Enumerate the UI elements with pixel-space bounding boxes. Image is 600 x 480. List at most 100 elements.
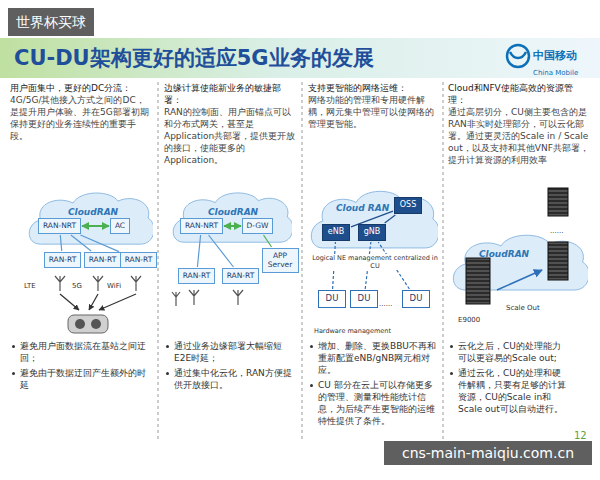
bullet-dot	[166, 372, 169, 375]
column-heading: 用户面集中，更好的DC分流：	[10, 82, 152, 94]
note-label: Logical NE management centralized in CU	[312, 254, 438, 270]
bullet-dot	[166, 345, 169, 348]
bullet-text: 通过业务边缘部署大幅缩短E2E时延；	[174, 341, 282, 363]
watermark-box: cns-main-maiqiu.com.cn	[384, 441, 592, 465]
bullet-dot	[450, 345, 453, 348]
server-racks	[466, 188, 568, 304]
node-label: RAN-RT	[124, 255, 153, 264]
cloud-outline	[172, 190, 292, 244]
process-box: gNB	[358, 224, 386, 241]
process-box: DU	[318, 290, 346, 308]
node-label: RAN-RT	[182, 271, 211, 280]
process-box: AC	[110, 218, 130, 234]
column-heading: 边缘计算使能新业务的敏捷部署：	[164, 82, 298, 106]
node-label: DU	[409, 293, 423, 303]
process-box: RAN-RT	[120, 252, 157, 268]
bullet-item: CU 部分在云上可以存储更多的管理、测量和性能统计信息，为后续产生更智能的运维特…	[308, 379, 440, 427]
bullet-dot	[12, 372, 15, 375]
bullet-column: 增加、删除、更换BBU不再和重新配置eNB/gNB网元相对应。 CU 部分在云上可…	[308, 340, 440, 430]
text-column: Cloud和NFV使能高效的资源管理：通过高层切分，CU侧主要包含的是RAN非实…	[448, 82, 590, 166]
node-label: APP Server	[266, 251, 294, 269]
connector	[197, 235, 200, 267]
cloud-node: CloudRANRAN-NRTAC	[28, 190, 153, 246]
device-label-box: E9000	[458, 307, 480, 326]
connector	[80, 235, 119, 252]
bullet-item: 通过业务边缘部署大幅缩短E2E时延；	[164, 340, 298, 364]
process-box: RAN-RT	[222, 268, 259, 284]
scale-out-arrow	[497, 270, 542, 290]
process-box: OSS	[394, 197, 422, 214]
column-text: 通过高层切分，CU侧主要包含的是RAN非实时处理部分，可以云化部署。通过更灵活的…	[448, 106, 590, 166]
access-label-box: 5G	[72, 273, 82, 292]
bullet-text: 增加、删除、更换BBU不再和重新配置eNB/gNB网元相对应。	[318, 341, 436, 375]
logo-text-box: China Mobile	[533, 60, 578, 79]
page-number: 12	[574, 430, 587, 441]
access-label: WiFi	[107, 282, 121, 290]
bullet-item: 通过云化，CU的处理和硬件解耦，只要有足够的计算资源，CU的Scale in和S…	[448, 367, 566, 415]
bullet-text: 云化之后，CU的处理能力可以更容易的Scale out;	[458, 341, 561, 363]
title-box: CU-DU架构更好的适应5G业务的发展	[14, 44, 374, 72]
bullet-item: 云化之后，CU的处理能力可以更容易的Scale out;	[448, 340, 566, 364]
text-column: 边缘计算使能新业务的敏捷部署：RAN的控制面、用户面锚点可以和分布式网关，甚至是…	[164, 82, 298, 166]
watermark: 世界杯买球	[16, 14, 86, 30]
cloud-outline	[452, 232, 588, 292]
node-label: eNB	[327, 227, 345, 237]
process-box: DU	[402, 290, 430, 308]
vr-goggles-icon	[68, 315, 108, 333]
column-text: 4G/5G/其他接入方式之间的DC，是提升用户体验、并在5G部署初期保持更好的业…	[10, 94, 152, 142]
bullet-text: CU 部分在云上可以存储更多的管理、测量和性能统计信息，为后续产生更智能的运维特…	[318, 380, 435, 426]
arrow-label-box: Scale Out	[506, 295, 540, 314]
cloud-node: CloudRANRAN-NRTD-GW	[172, 190, 292, 244]
column-text: 网络功能的管理和专用硬件解耦，网元集中管理可以使网络的管理更智能。	[308, 94, 440, 130]
logo-text: 中国移动	[533, 49, 577, 62]
bullet-item: 增加、删除、更换BBU不再和重新配置eNB/gNB网元相对应。	[308, 340, 440, 376]
process-box: eNB	[322, 224, 350, 241]
node-label: RAN-NRT	[184, 221, 219, 230]
bullet-dot	[12, 345, 15, 348]
access-label: LTE	[24, 282, 36, 290]
logo-symbol	[507, 45, 529, 67]
node-label: RAN-NRT	[42, 221, 77, 230]
node-label: RAN-RT	[48, 255, 77, 264]
note-label-box: Hardware management	[314, 318, 391, 337]
connector	[209, 235, 234, 267]
node-label: DU	[325, 293, 339, 303]
connector	[224, 225, 241, 227]
node-label: D-GW	[246, 221, 269, 230]
node-label: OSS	[399, 200, 417, 210]
watermark-box: 世界杯买球	[8, 8, 94, 36]
ellipsis-box: ......	[550, 218, 563, 237]
process-box: RAN-RT	[178, 268, 215, 284]
node-label: RAN-RT	[226, 271, 255, 280]
ellipsis-box: ......	[379, 291, 392, 310]
note-label: Hardware management	[314, 327, 391, 335]
access-label-box: WiFi	[107, 273, 121, 292]
logo-text-box: 中国移动	[533, 44, 577, 63]
bullet-text: 通过集中化云化，RAN方便提供开放接口。	[174, 368, 292, 390]
process-box: D-GW	[242, 218, 273, 234]
bullet-text: 避免由于数据迂回产生额外的时延	[20, 368, 146, 390]
bullet-text: 避免用户面数据流在基站之间迂回；	[20, 341, 146, 363]
connector	[71, 235, 91, 251]
cloud-label: CloudRAN	[479, 249, 529, 259]
arrow-label: Scale Out	[506, 304, 540, 312]
connector	[60, 235, 61, 251]
process-box: DU	[350, 290, 378, 308]
text-column: 用户面集中，更好的DC分流：4G/5G/其他接入方式之间的DC，是提升用户体验、…	[10, 82, 152, 142]
bullet-column: 通过业务边缘部署大幅缩短E2E时延； 通过集中化云化，RAN方便提供开放接口。	[164, 340, 298, 394]
bullet-item: 通过集中化云化，RAN方便提供开放接口。	[164, 367, 298, 391]
process-box: RAN-NRT	[38, 218, 81, 234]
process-box: RAN-NRT	[180, 218, 223, 234]
flow-arrows	[60, 294, 136, 310]
process-box: RAN-RT	[44, 252, 81, 268]
access-label: 5G	[72, 282, 82, 290]
column-text: RAN的控制面、用户面锚点可以和分布式网关，甚至是Application共部署，…	[164, 106, 298, 166]
bullet-text: 通过云化，CU的处理和硬件解耦，只要有足够的计算资源，CU的Scale in和S…	[458, 368, 566, 414]
bullet-dot	[450, 372, 453, 375]
column-separators	[158, 82, 443, 440]
process-box: APP Server	[262, 248, 299, 273]
ellipsis: ......	[550, 227, 563, 235]
node-label: AC	[114, 221, 126, 230]
logo-text: China Mobile	[533, 69, 578, 77]
